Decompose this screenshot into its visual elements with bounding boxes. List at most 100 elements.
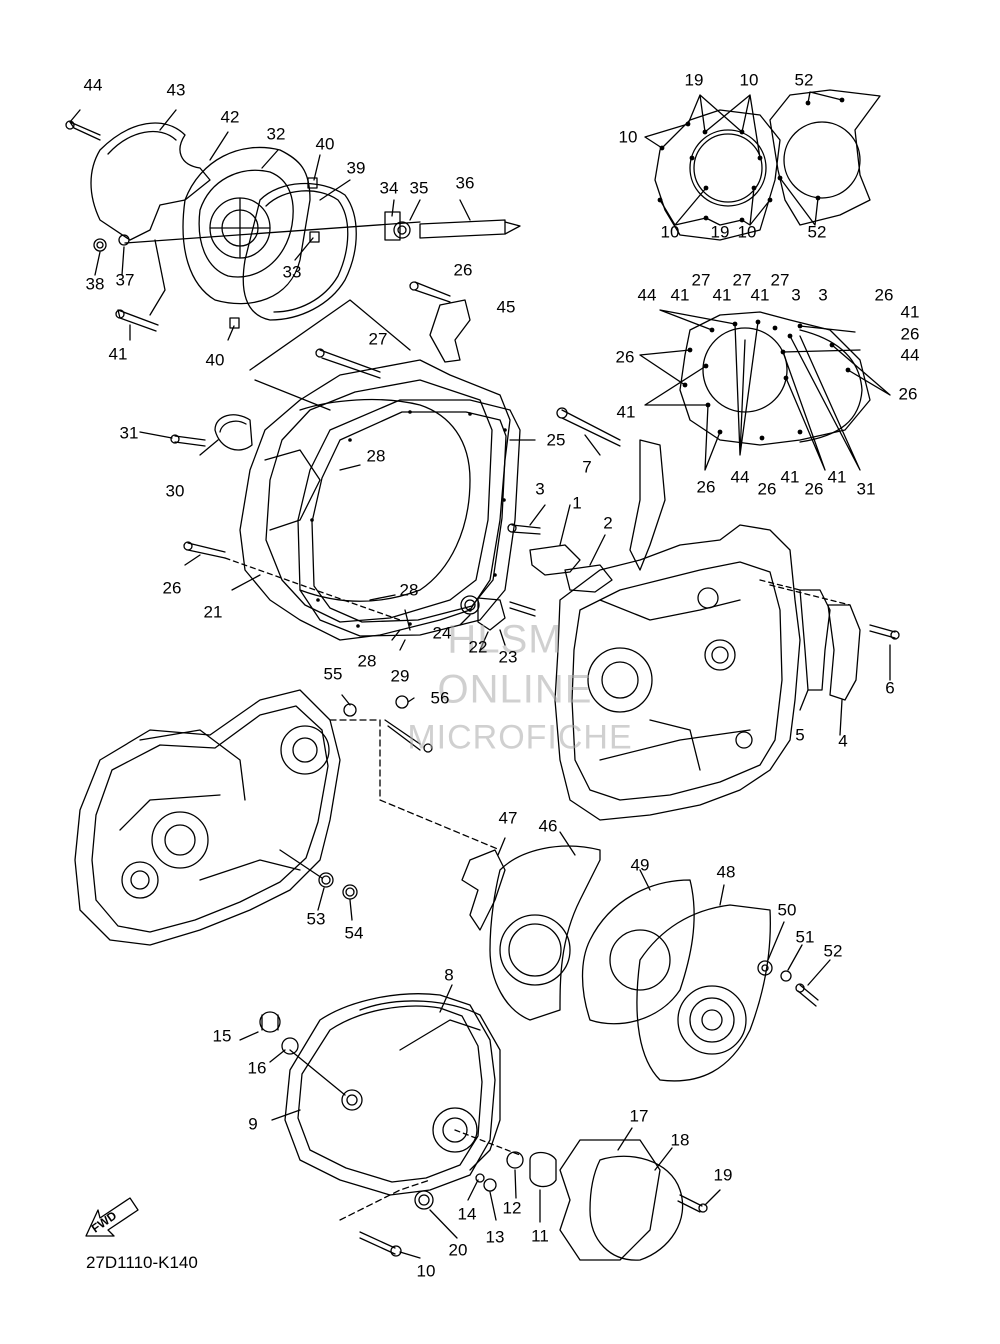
callout: 44 <box>730 467 750 487</box>
generator-cover-group <box>65 109 521 371</box>
callout: 28 <box>366 446 386 466</box>
callout: 41 <box>780 467 800 487</box>
callout: 26 <box>804 479 824 499</box>
callout: 41 <box>616 402 636 422</box>
callout: 4 <box>838 731 848 751</box>
callout: 10 <box>660 222 680 242</box>
callout: 45 <box>496 297 516 317</box>
callout: 19 <box>713 1165 733 1185</box>
callout: 1 <box>572 493 582 513</box>
callout: 26 <box>615 347 635 367</box>
watermark-line-1: HLSM <box>447 617 563 662</box>
callout: 27 <box>732 270 752 290</box>
callout: 6 <box>885 678 895 698</box>
callout: 26 <box>162 578 182 598</box>
callout: 29 <box>390 666 410 686</box>
callout: 44 <box>637 285 657 305</box>
callout: 44 <box>83 75 103 95</box>
callout: 26 <box>900 324 920 344</box>
callout: 23 <box>498 647 518 667</box>
watermark-line-3: MICROFICHE <box>407 718 633 757</box>
callout: 10 <box>416 1261 436 1281</box>
callout: 48 <box>716 862 736 882</box>
callout: 52 <box>823 941 843 961</box>
callout: 9 <box>248 1114 258 1134</box>
callout: 19 <box>684 70 704 90</box>
callout: 3 <box>791 285 801 305</box>
callout: 27 <box>770 270 790 290</box>
callout: 11 <box>531 1226 549 1246</box>
callout: 13 <box>485 1227 505 1247</box>
callout: 52 <box>807 222 827 242</box>
callout: 19 <box>710 222 730 242</box>
callout: 31 <box>119 423 139 443</box>
callout: 55 <box>323 664 343 684</box>
callout: 41 <box>108 344 128 364</box>
side-covers-group <box>461 831 831 1082</box>
callout: 49 <box>630 855 650 875</box>
callout: 38 <box>85 274 105 294</box>
callout: 17 <box>629 1106 649 1126</box>
callout: 5 <box>795 725 805 745</box>
callout: 56 <box>430 688 450 708</box>
callout: 26 <box>898 384 918 404</box>
callout: 28 <box>357 651 377 671</box>
callout: 28 <box>399 580 419 600</box>
callout: 12 <box>502 1198 522 1218</box>
callout: 2 <box>603 513 613 533</box>
callout: 10 <box>737 222 757 242</box>
inset-bolt-pattern-upper <box>644 89 881 241</box>
callout: 36 <box>455 173 475 193</box>
callout: 33 <box>282 262 302 282</box>
callout: 41 <box>827 467 847 487</box>
callout: 24 <box>432 623 452 643</box>
callout: 10 <box>618 127 638 147</box>
callout: 42 <box>220 107 240 127</box>
callout: 54 <box>344 923 364 943</box>
callout: 14 <box>457 1204 477 1224</box>
callout: 52 <box>794 70 814 90</box>
callout: 43 <box>166 80 186 100</box>
callout: 26 <box>874 285 894 305</box>
callout: 34 <box>379 178 399 198</box>
watermark-line-2: ONLINE <box>437 667 593 712</box>
callout: 41 <box>750 285 770 305</box>
callout: 20 <box>448 1240 468 1260</box>
callout: 31 <box>856 479 876 499</box>
callout: 16 <box>247 1058 267 1078</box>
callout: 40 <box>315 134 335 154</box>
fwd-arrow-icon <box>85 1197 139 1237</box>
crankcase-left <box>74 689 501 946</box>
callout: 39 <box>346 158 366 178</box>
callout: 26 <box>696 477 716 497</box>
clutch-cover-group <box>239 984 721 1261</box>
callout: 26 <box>757 479 777 499</box>
callout: 8 <box>444 965 454 985</box>
callout: 21 <box>203 602 223 622</box>
inset-bolt-pattern-lower <box>639 309 891 471</box>
callout: 51 <box>795 927 815 947</box>
callout: 15 <box>212 1026 232 1046</box>
callout: 41 <box>712 285 732 305</box>
callout: 3 <box>535 479 545 499</box>
callout: 50 <box>777 900 797 920</box>
callout: 47 <box>498 808 518 828</box>
callout: 3 <box>818 285 828 305</box>
callout: 7 <box>582 457 592 477</box>
callout: 41 <box>900 302 920 322</box>
callout: 41 <box>670 285 690 305</box>
callout: 26 <box>453 260 473 280</box>
callout: 32 <box>266 124 286 144</box>
callout: 30 <box>165 481 185 501</box>
callout: 10 <box>739 70 759 90</box>
callout: 18 <box>670 1130 690 1150</box>
callout: 44 <box>900 345 920 365</box>
callout: 22 <box>468 637 488 657</box>
callout: 27 <box>691 270 711 290</box>
callout: 37 <box>115 270 135 290</box>
callout: 27 <box>368 329 388 349</box>
callout: 40 <box>205 350 225 370</box>
crankcase-cover-left <box>139 281 536 651</box>
